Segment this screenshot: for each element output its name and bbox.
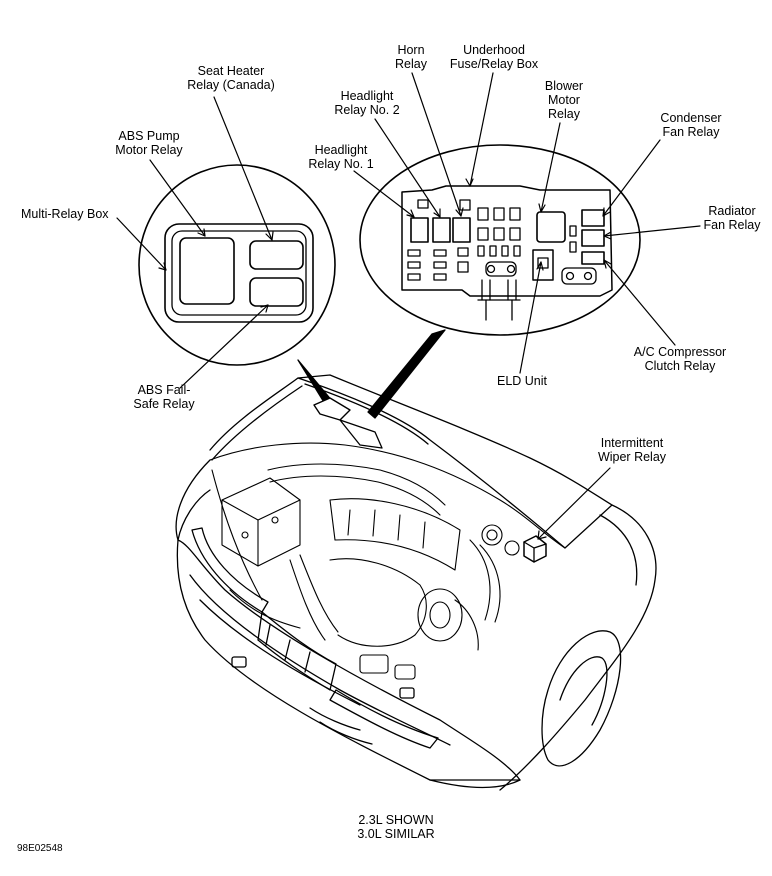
front-bumper [176, 539, 521, 781]
abs-pump-relay-block [179, 237, 235, 305]
label-multi-relay-box: Multi-Relay Box [21, 207, 109, 221]
leader-ac-compressor [603, 259, 676, 346]
leader-radiator [603, 225, 701, 237]
figure-id: 98E02548 [17, 843, 63, 854]
underhood-box-callout [359, 144, 641, 419]
label-underhood-fuse-relay-box: Underhood Fuse/Relay Box [449, 43, 539, 71]
left-headlight [191, 527, 269, 613]
leader-wiper [537, 467, 611, 540]
leader-condenser [602, 139, 661, 217]
leader-horn [411, 72, 462, 217]
leader-lines [116, 72, 701, 540]
label-abs-failsafe-relay: ABS Fail- Safe Relay [133, 383, 195, 411]
fuse-box-outline [401, 185, 613, 297]
abs-failsafe-relay-block [249, 277, 304, 307]
multi-relay-box-callout [138, 164, 339, 413]
label-ac-compressor-clutch-relay: A/C Compressor Clutch Relay [633, 345, 727, 373]
leader-underhood [469, 72, 494, 187]
engine-caption: 2.3L SHOWN 3.0L SIMILAR [357, 813, 435, 841]
multi-relay-box-part [313, 397, 383, 449]
label-eld-unit: ELD Unit [496, 374, 548, 388]
label-horn-relay: Horn Relay [395, 43, 427, 71]
car-body [175, 374, 657, 791]
leader-headlight-1 [353, 170, 415, 218]
battery [221, 477, 301, 567]
leader-blower [540, 122, 561, 213]
label-abs-pump-motor-relay: ABS Pump Motor Relay [115, 129, 183, 157]
seat-heater-relay-block [249, 240, 304, 270]
label-condenser-fan-relay: Condenser Fan Relay [660, 111, 722, 139]
grille [257, 611, 337, 691]
leader-abs-failsafe [179, 304, 269, 389]
wiper-relay-part [523, 535, 547, 563]
leader-headlight-2 [374, 118, 441, 218]
leader-abs-pump [149, 159, 206, 237]
label-seat-heater-relay: Seat Heater Relay (Canada) [187, 64, 275, 92]
leader-eld [519, 261, 542, 374]
engine-bay [209, 442, 566, 680]
label-intermittent-wiper-relay: Intermittent Wiper Relay [597, 436, 667, 464]
label-blower-motor-relay: Blower Motor Relay [544, 79, 584, 121]
car-hood [297, 374, 613, 549]
label-headlight-relay-1: Headlight Relay No. 1 [308, 143, 374, 171]
label-headlight-relay-2: Headlight Relay No. 2 [334, 89, 400, 117]
right-headlight [329, 689, 439, 749]
right-wheel [541, 630, 622, 767]
leader-multi-relay [116, 217, 167, 271]
label-radiator-fan-relay: Radiator Fan Relay [703, 204, 761, 232]
multi-relay-box-outer [164, 223, 314, 323]
leader-seat-heater [213, 96, 273, 241]
valve-cover [329, 498, 461, 571]
